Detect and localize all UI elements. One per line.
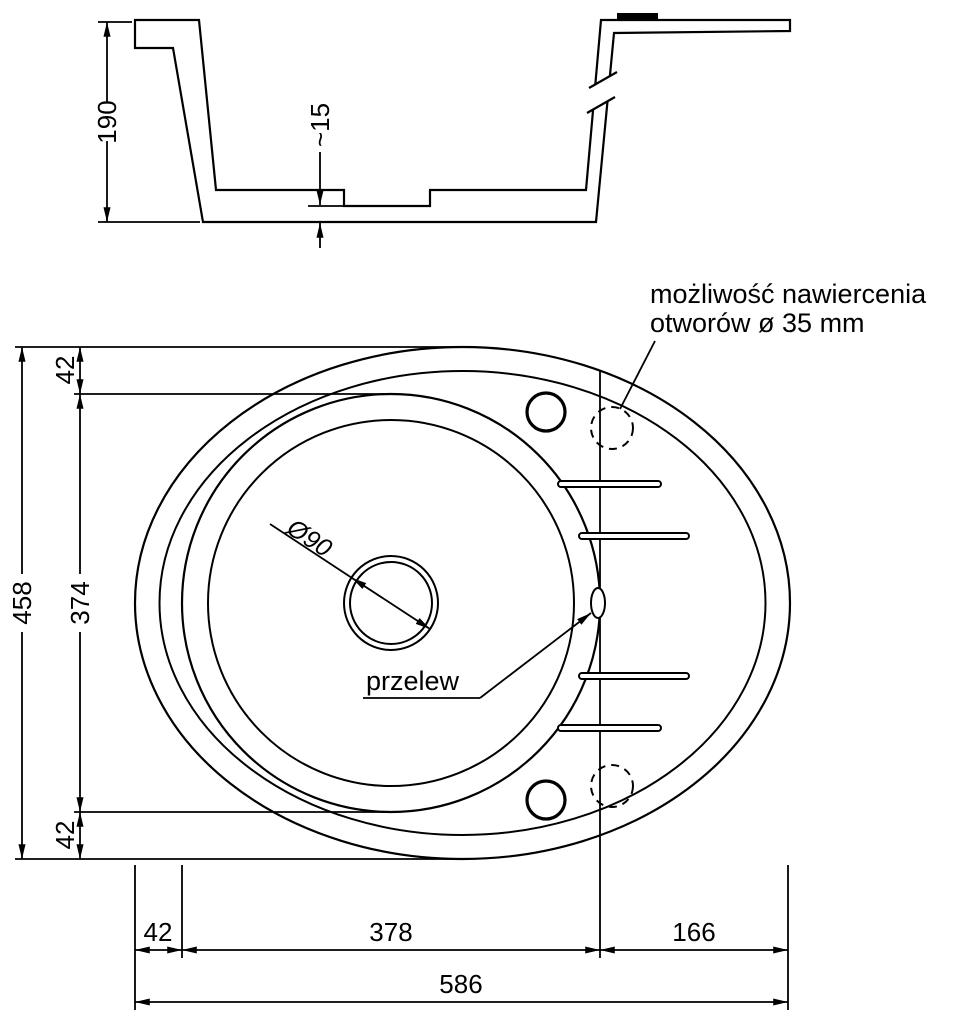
dim-42-bottom-label: 42: [50, 821, 80, 850]
section-dimensions: [98, 21, 343, 248]
section-view: [133, 13, 792, 224]
seal-mark: [617, 13, 658, 21]
plan-dimensions: [15, 340, 789, 1010]
overflow-leader: [479, 612, 592, 699]
dim-42-left-label: 42: [144, 917, 173, 947]
dim-42-top-label: 42: [50, 356, 80, 385]
drainboard-groove: [578, 672, 690, 680]
annotation-line2: otworów ø 35 mm: [650, 308, 865, 338]
plan-view: [133, 345, 792, 958]
dim-drain-extension: [269, 523, 353, 579]
dim-374-label: 374: [65, 581, 95, 624]
annotation-line1: możliwość nawiercenia: [650, 279, 927, 309]
bowl-inner-circle: [207, 419, 575, 787]
drainboard-groove: [557, 480, 662, 488]
dim-166-label: 166: [672, 917, 715, 947]
overflow-label: przelew: [366, 666, 460, 696]
drainboard-groove: [557, 724, 662, 732]
overflow-slot: [590, 587, 606, 619]
drain-inner-circle: [349, 561, 433, 645]
sink-outline: [133, 345, 792, 861]
sink-profile: [133, 18, 792, 224]
dim-190-label: 190: [92, 100, 122, 143]
dim-378-label: 378: [369, 917, 412, 947]
dim-15-label: ~15: [305, 103, 335, 147]
annotation-leader: [619, 340, 656, 410]
dim-drain-line: [351, 577, 431, 630]
faucet-hole-top: [525, 391, 567, 433]
sink-inner-outline: [158, 370, 767, 836]
drain-outer-circle: [343, 555, 439, 651]
dim-458-label: 458: [7, 581, 37, 624]
faucet-hole-bottom: [525, 779, 567, 821]
optional-hole-top: [590, 406, 634, 450]
optional-hole-bottom: [590, 764, 634, 808]
dim-586-label: 586: [439, 969, 482, 999]
break-symbol: [586, 71, 618, 114]
drainboard-groove: [578, 532, 690, 540]
dim-drain-label: Ø90: [281, 513, 337, 563]
